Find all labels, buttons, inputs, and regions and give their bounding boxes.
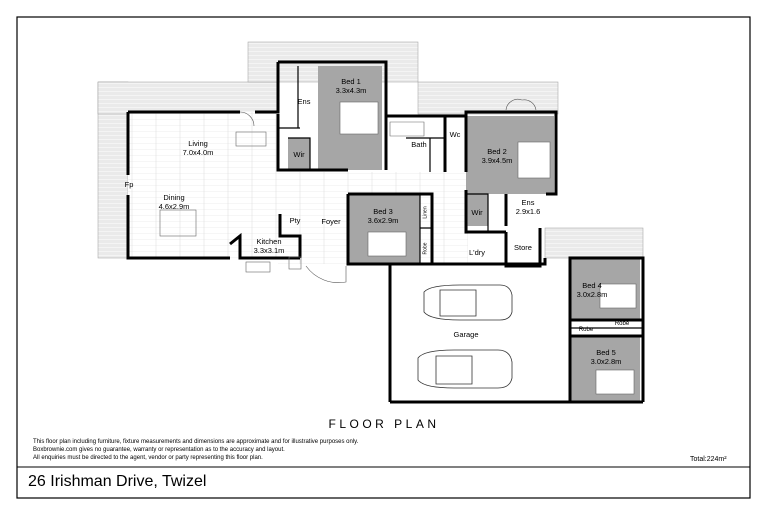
room-label-wir-1: Wir: [293, 150, 305, 159]
disclaimer-line: Boxbrownie.com gives no guarantee, warra…: [33, 447, 285, 453]
room-label-laundry: L'dry: [468, 248, 486, 257]
room-label-bath: Bath: [411, 140, 427, 149]
walls: [126, 60, 645, 404]
disclaimer-line: All enquiries must be directed to the ag…: [33, 455, 263, 461]
floor-plan-title: FLOOR PLAN: [328, 417, 440, 431]
room-label-ens-1: Ens: [297, 97, 311, 106]
room-label-wc: Wc: [449, 130, 461, 139]
small-room-fills: [288, 138, 488, 226]
door-swings: [239, 99, 537, 283]
garage-cars: [417, 284, 513, 389]
room-label-foyer: Foyer: [321, 217, 341, 226]
room-label-robe-4: Robe: [578, 327, 594, 333]
total-area: Total:224m²: [690, 456, 727, 463]
room-label-fp: Fp: [124, 180, 134, 189]
room-label-robe-5: Robe: [614, 321, 630, 327]
disclaimer: This floor plan including furniture, fix…: [33, 438, 358, 462]
furniture: [159, 101, 637, 395]
room-label-store: Store: [514, 243, 532, 252]
room-label-garage: Garage: [453, 330, 479, 339]
room-label-robe-3: Robe: [422, 242, 429, 255]
page-border: [16, 16, 751, 499]
property-address: 26 Irishman Drive, Twizel: [28, 473, 207, 490]
room-label-pty: Pty: [289, 216, 301, 225]
room-label-linen: Linen: [422, 206, 429, 219]
thin-walls: [278, 66, 643, 329]
room-label-wir-2: Wir: [471, 208, 483, 217]
disclaimer-line: This floor plan including furniture, fix…: [33, 439, 359, 445]
